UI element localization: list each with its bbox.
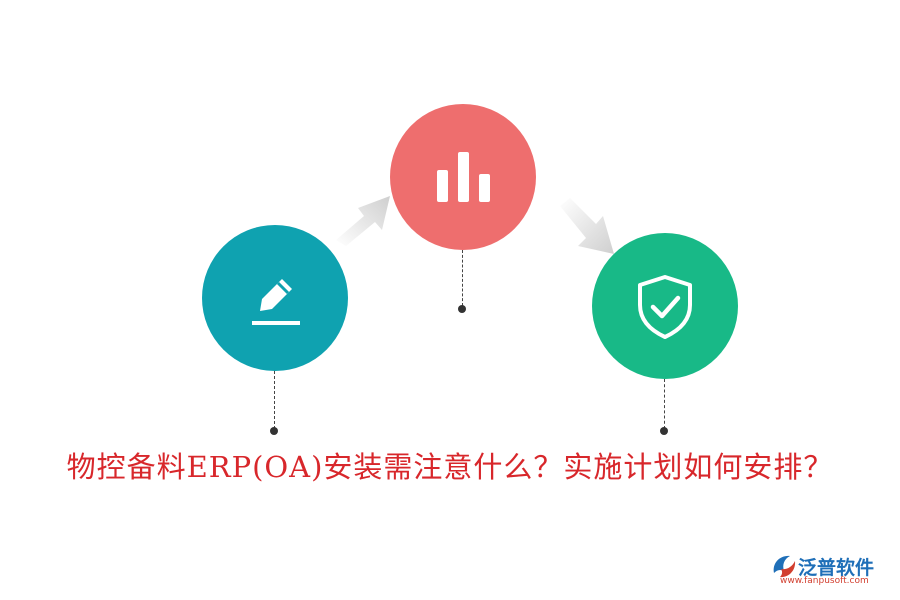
- connector-right: [664, 379, 665, 429]
- connector-middle: [462, 250, 463, 306]
- connector-right-dot: [660, 427, 668, 435]
- connector-left: [274, 371, 275, 429]
- shield-check-icon: [638, 275, 692, 339]
- arrow-middle-to-right-icon: [560, 198, 614, 254]
- step-circle-left: [202, 225, 348, 371]
- brand-logo[interactable]: 泛普软件 www.fanpusoft.com: [768, 551, 892, 591]
- pencil-icon: [252, 279, 300, 325]
- brand-mark-icon: [773, 555, 796, 578]
- bar-chart-icon: [437, 152, 490, 202]
- connector-middle-dot: [458, 305, 466, 313]
- brand-name: 泛普软件: [798, 557, 875, 579]
- arrow-left-to-middle-icon: [336, 196, 390, 246]
- headline: 物控备料ERP(OA)安装需注意什么？实施计划如何安排？: [66, 450, 834, 484]
- connector-left-dot: [270, 427, 278, 435]
- step-circle-middle: [390, 104, 536, 250]
- step-circle-right: [592, 233, 738, 379]
- brand-url: www.fanpusoft.com: [780, 576, 869, 586]
